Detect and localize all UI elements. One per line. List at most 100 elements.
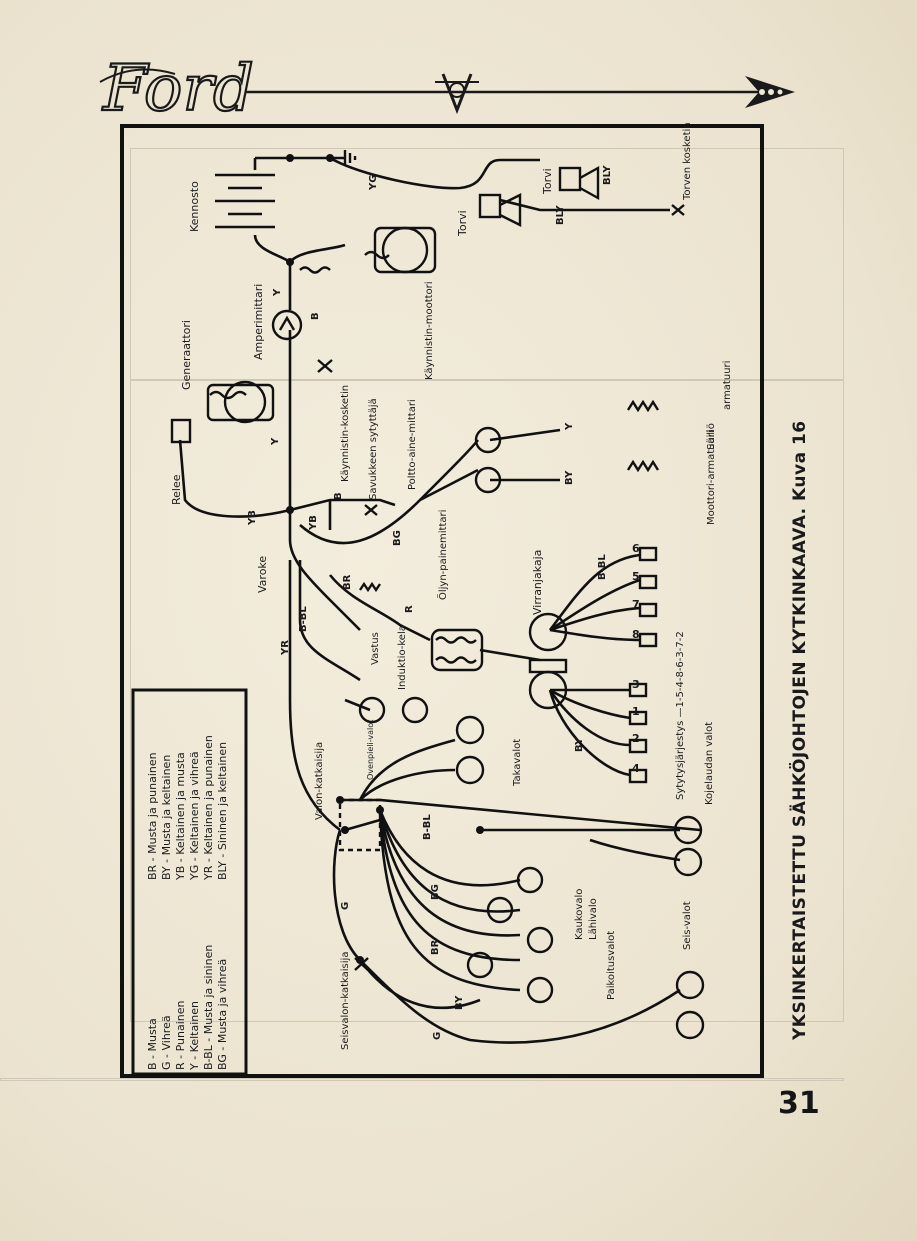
label-virranjakaja: Virranjakaja [531,550,544,615]
svg-text:BG: BG [430,884,441,900]
starter-switch-icon [317,359,333,373]
label-moottoriarmatuuri: Moottori-armatuuri [706,430,717,525]
label-paikoitusvalot: Paikoitusvalot [606,931,617,1000]
label-kojelaudan-valot: Kojelaudan valot [704,722,715,805]
svg-text:BR: BR [342,574,353,590]
head-lamp-icon [486,896,514,924]
dash-lamp-icon [673,815,703,845]
wires [178,156,701,1044]
wire-tags: YG Y B Y YB YB B BG BR R B-BL YR G G B-B… [247,165,613,1040]
label-kennosto: Kennosto [188,181,201,232]
horn-icon [558,166,582,192]
junction-dots [286,154,484,964]
ammeter-icon [271,309,303,341]
coil-icon [299,266,331,274]
legend-item: G - Vihreä [160,1015,173,1070]
legend-item: Y - Keltainen [188,1001,201,1071]
dome-lamp-icon [358,696,386,724]
svg-text:Y: Y [564,422,575,431]
horn-icon [478,193,502,219]
label-kaynnistinmoottori: Käynnistin-moottori [424,281,435,380]
ignition-coil-icon [430,628,484,672]
svg-text:BR: BR [430,939,441,955]
svg-text:B: B [310,312,321,320]
label-oljynpainemittari: Öljyn-painemittari [436,510,449,600]
label-valonkatkaisija: Valon-katkaisija [314,742,325,820]
svg-text:B: B [333,492,344,500]
legend-box [131,688,248,1076]
label-sailio: Säiliö [706,423,717,450]
svg-text:YKSINKERTAISTETTU SÄHKÖJOHTOJE: YKSINKERTAISTETTU SÄHKÖJOHTOJEN KYTKINKA… [788,420,810,1041]
oil-gauge-icon [474,466,502,494]
label-takavalot: Takavalot [512,739,523,787]
label-seisvalot: Seis-valot [682,901,693,950]
label-kaynnistinkosketin: Käynnistin-kosketin [340,385,351,482]
distributor-icon [528,612,568,652]
starter-motor-icon [381,226,429,274]
legend-item: B-BL - Musta ja sininen [202,945,215,1070]
label-ovenpielivalot: Ovenpieli-valot [366,720,375,780]
svg-text:BY: BY [454,995,465,1010]
svg-text:YB: YB [308,515,319,531]
horn-switch-icon [671,204,685,216]
ford-logo: Ford [99,52,255,127]
park-lamp-icon [466,951,494,979]
label-relee: Relee [170,474,183,505]
svg-text:B-BL: B-BL [298,606,309,632]
ghost-table [130,380,844,1022]
label-induktiokela: Induktio-kela [397,625,408,690]
legend-item: BR - Musta ja punainen [146,752,159,880]
legend-item: YG - Keltainen ja vihreä [188,751,201,881]
svg-text:R: R [404,605,415,613]
legend-item: R - Punainen [174,1000,187,1070]
legend-col-1: B - Musta G - Vihreä R - Punainen Y - Ke… [146,945,229,1071]
svg-text:7: 7 [632,598,640,611]
legend-item: YB - Keltainen ja musta [174,752,187,881]
svg-text:Y: Y [270,437,281,446]
svg-text:2: 2 [632,732,640,745]
tail-lamp-icon [455,755,485,785]
label-amperimittari: Amperimittari [252,284,265,360]
label-seisvalonkatkaisija: Seisvalon-katkaisija [340,952,351,1050]
svg-text:YB: YB [247,510,258,526]
svg-text:4: 4 [632,762,640,775]
label-kaukovalo: Kaukovalo [574,889,585,940]
legend-item: YR - Keltainen ja punainen [202,735,215,881]
label-vastus: Vastus [370,632,381,665]
svg-text:B-BL: B-BL [422,814,433,840]
v8-emblem-icon [435,73,479,115]
svg-text:3: 3 [632,678,640,691]
label-polttoainemittari: Poltto-aine-mittari [407,399,418,490]
legend-item: BLY - Sininen ja keltainen [216,742,229,880]
diagram-frame [120,124,764,1078]
svg-text:BG: BG [392,530,403,546]
label-lahivalo: Lähivalo [588,898,599,940]
svg-text:BY: BY [574,737,585,752]
head-lamp-icon [516,866,544,894]
label-torven-kosketin: Torven kosketin [682,122,693,201]
relay-icon [170,418,192,444]
svg-text:8: 8 [632,628,640,641]
spark-plugs [628,546,658,784]
svg-text:BY: BY [564,470,575,485]
dome-lamp-icon [401,696,429,724]
tail-lamp-icon [455,715,485,745]
svg-text:B-BL: B-BL [597,554,608,580]
ammeter-needle [278,315,296,331]
battery-icon [215,173,275,229]
park-lamp-icon [526,976,554,1004]
svg-text:YG: YG [368,175,379,191]
svg-text:BLY: BLY [602,165,613,185]
component-labels: Kennosto Amperimittari Generaattori Rele… [170,122,733,1050]
head-lamp-icon [526,926,554,954]
label-sytytysjarjestys: Sytytysjärjestys —1-5-4-8-6-3-7-2 [675,631,686,800]
cigar-lighter-switch-icon [364,504,378,516]
legend-item: BY - Musta ja keltainen [160,755,173,880]
stop-lamp-icon [675,970,705,1000]
engine-sender-icon [626,459,660,473]
label-torvi-2: Torvi [541,168,554,195]
generator-icon [223,380,267,424]
arrowhead-icon [745,76,795,108]
page-number: 31 [778,1086,820,1121]
